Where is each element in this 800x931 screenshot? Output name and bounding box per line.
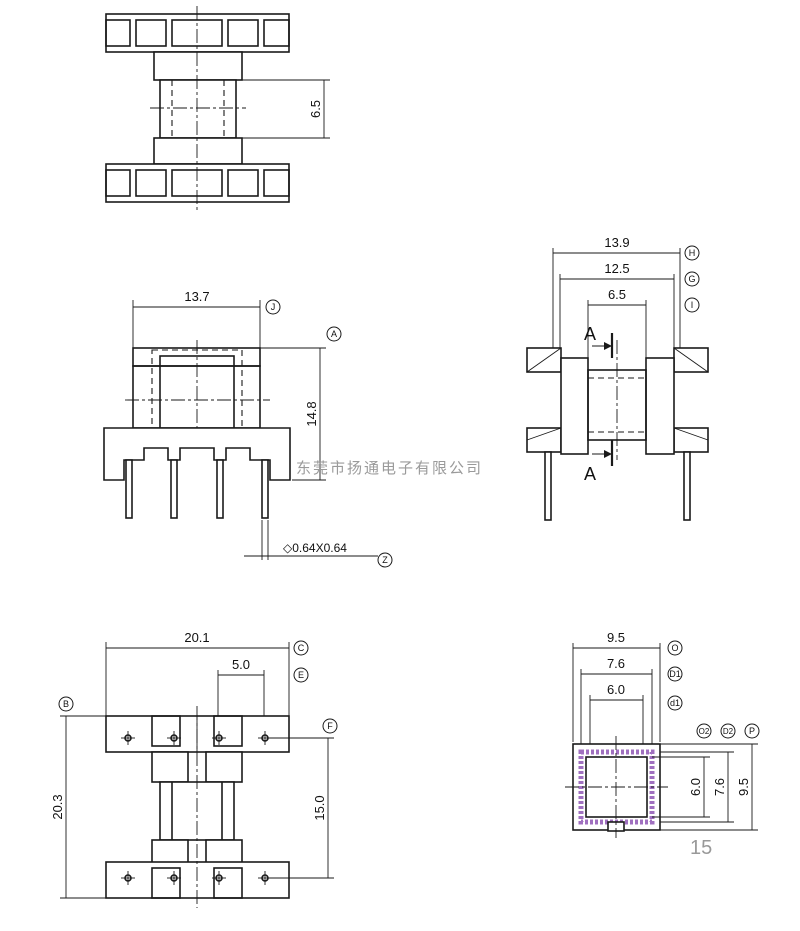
- dim-section-outer-w: 9.5: [607, 630, 625, 645]
- dim-bottom-depth: 20.3: [50, 794, 65, 819]
- dim-side-middle: 12.5: [604, 261, 629, 276]
- dim-side-inner: 6.5: [608, 287, 626, 302]
- top-view: 6.5: [105, 6, 330, 210]
- dim-section-inner-h: 6.0: [688, 778, 703, 796]
- dim-bottom-width: 20.1: [184, 630, 209, 645]
- dim-front-height: 14.8: [304, 401, 319, 426]
- pin-pads-bottom: [121, 871, 272, 885]
- label-d1: D1: [669, 669, 681, 679]
- label-o2: O2: [699, 727, 710, 736]
- dim-section-mid-w: 7.6: [607, 656, 625, 671]
- dim-front-width: 13.7: [184, 289, 209, 304]
- label-c: C: [298, 643, 305, 653]
- label-p: P: [749, 726, 755, 736]
- label-g: G: [688, 274, 695, 284]
- dim-pin-size: ◇0.64X0.64: [283, 541, 347, 555]
- section-marker-top: A: [584, 324, 596, 344]
- label-d1-small: d1: [670, 698, 680, 708]
- label-e: E: [298, 670, 304, 680]
- label-d2: D2: [723, 727, 734, 736]
- label-a: A: [331, 329, 337, 339]
- dim-top-height: 6.5: [308, 100, 323, 118]
- front-view: 13.7 J 14.8 A ◇0.64X0.64 Z: [103, 289, 393, 568]
- dim-bottom-pitch: 5.0: [232, 657, 250, 672]
- page-number: 15: [690, 837, 712, 859]
- dim-section-inner-w: 6.0: [607, 682, 625, 697]
- section-view: 9.5 O 7.6 D1 6.0 d1 6.0 7.6 9.5: [565, 630, 760, 838]
- label-i: I: [691, 300, 694, 310]
- label-z: Z: [382, 555, 388, 565]
- company-watermark: 东莞市扬通电子有限公司: [296, 459, 483, 477]
- dim-side-outer: 13.9: [604, 235, 629, 250]
- bottom-view: 20.1 C 5.0 E: [50, 630, 338, 908]
- label-b: B: [63, 699, 69, 709]
- section-marker-bottom: A: [584, 464, 596, 484]
- dim-bottom-span: 15.0: [312, 795, 327, 820]
- dim-section-outer-h: 9.5: [736, 778, 751, 796]
- label-f: F: [327, 721, 333, 731]
- side-view: 13.9 H 12.5 G 6.5 I: [526, 235, 709, 521]
- label-j: J: [271, 302, 276, 312]
- dim-section-mid-h: 7.6: [712, 778, 727, 796]
- label-h: H: [689, 248, 696, 258]
- label-o: O: [671, 643, 678, 653]
